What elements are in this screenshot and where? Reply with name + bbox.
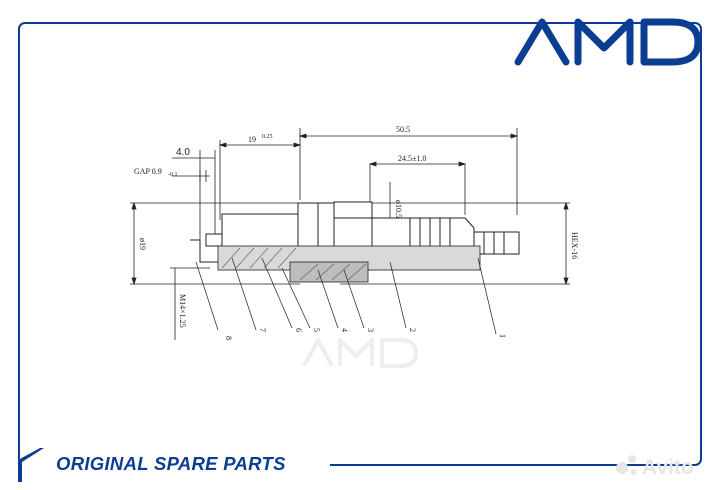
- part-number-label: 4: [340, 328, 349, 332]
- gap-tolerance: -0.1: [168, 172, 178, 178]
- thread-label: M14×1.25: [178, 294, 187, 328]
- part-number-label: 3: [366, 328, 375, 332]
- footer-banner: [18, 448, 330, 482]
- drawing-frame: [18, 22, 702, 466]
- dim-19-tolerance: 0.25: [262, 134, 273, 140]
- footer-tagline: ORIGINAL SPARE PARTS: [56, 453, 286, 474]
- part-number-label: 1: [498, 334, 507, 338]
- part-number-label: 5: [312, 328, 321, 332]
- avito-dots-icon: [616, 455, 637, 475]
- avito-watermark-text: Avito: [642, 456, 694, 479]
- dim-50-5-label: 50.5: [396, 125, 410, 134]
- dim-24-5-label: 24.5±1.0: [398, 154, 426, 163]
- part-number-label: 8: [224, 336, 233, 340]
- part-number-label: 2: [408, 328, 417, 332]
- gap-label: GAP 0.9: [134, 167, 162, 176]
- amd-logo: [514, 18, 702, 66]
- dim-19-label: 19: [248, 135, 256, 144]
- part-number-label: 7: [258, 328, 267, 332]
- hex-label: HEX-16: [570, 232, 579, 259]
- avito-watermark: Avito: [616, 455, 694, 479]
- dim-10-5-label: ø10.5: [394, 200, 403, 218]
- amd-watermark-logo: [302, 338, 418, 368]
- part-number-label: 6: [294, 328, 303, 332]
- dim-4-label: 4.0: [176, 147, 190, 158]
- dim-phi19-label: ø19: [138, 238, 147, 250]
